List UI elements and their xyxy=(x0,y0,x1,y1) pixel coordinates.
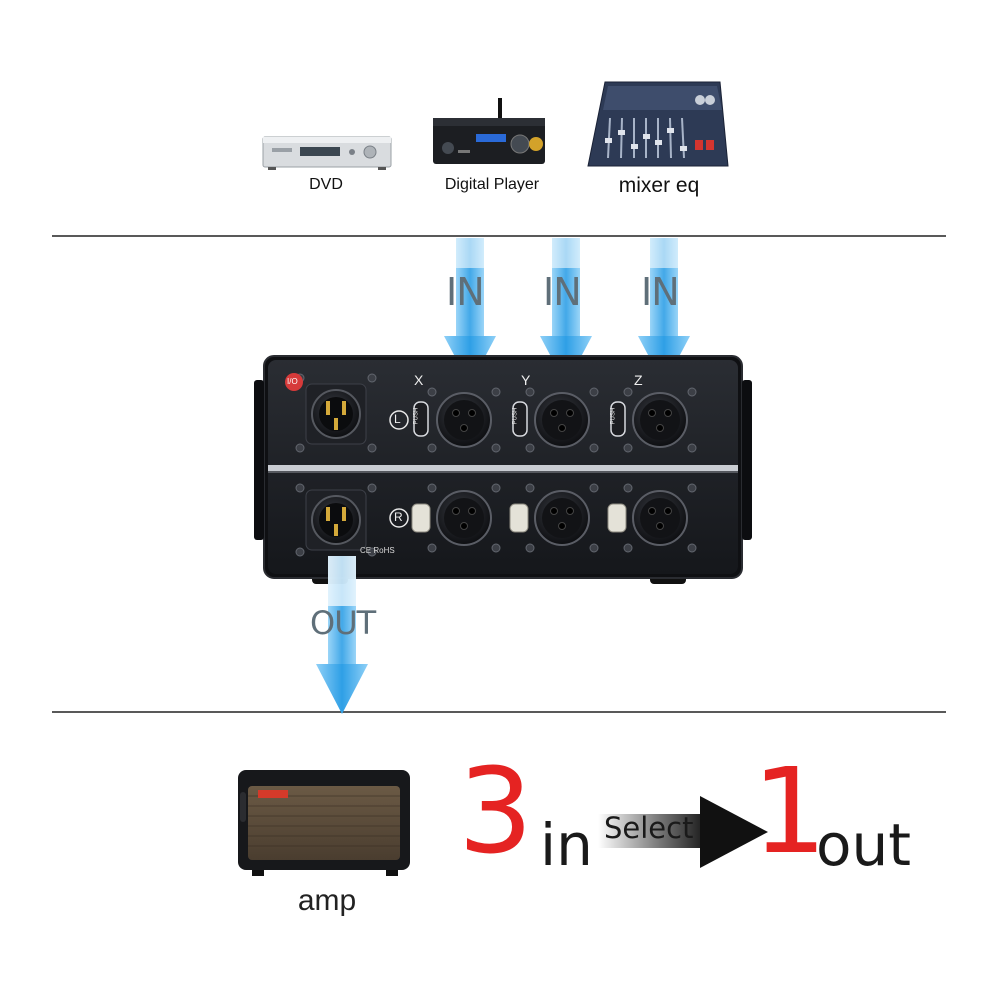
io-badge: I/O xyxy=(287,377,298,386)
tagline-num-out: 1 xyxy=(752,742,828,880)
push-label-z: PUSH xyxy=(610,407,617,425)
left-mark-ring xyxy=(389,410,409,430)
in-label-z: IN xyxy=(641,270,680,314)
digital-player-icon xyxy=(433,98,545,164)
input-connector-y-right xyxy=(534,490,590,546)
output-connector-left xyxy=(305,383,367,445)
latch-tab-bottom xyxy=(411,503,627,533)
input-connector-y-left xyxy=(534,392,590,448)
digital-player-label: Digital Player xyxy=(444,176,540,193)
push-label-y: PUSH xyxy=(512,407,519,425)
amp-label: amp xyxy=(297,884,357,917)
io-badge-bg xyxy=(285,373,303,391)
dvd-icon xyxy=(262,136,392,170)
right-mark-ring xyxy=(389,508,409,528)
in-label-y: IN xyxy=(543,270,582,314)
channel-label-z: Z xyxy=(634,372,643,388)
switch-box xyxy=(254,355,752,584)
out-arrow xyxy=(316,556,368,714)
mixer-label: mixer eq xyxy=(618,174,700,197)
dvd-label: DVD xyxy=(309,176,343,193)
output-connector-right xyxy=(305,489,367,551)
input-connector-z-right xyxy=(632,490,688,546)
push-label-x: PUSH xyxy=(413,407,420,425)
input-connector-z-left xyxy=(632,392,688,448)
left-mark: L xyxy=(394,412,401,426)
input-connector-x-left xyxy=(436,392,492,448)
tagline-word-in: in xyxy=(540,811,593,879)
right-mark: R xyxy=(394,510,403,524)
amp-icon xyxy=(238,770,410,876)
tagline-word-out: out xyxy=(816,811,911,879)
in-arrow-y xyxy=(540,238,592,385)
tagline-num-in: 3 xyxy=(458,742,534,880)
in-label-x: IN xyxy=(446,270,485,314)
input-connector-x-right xyxy=(436,490,492,546)
channel-label-x: X xyxy=(414,372,424,388)
mixer-icon xyxy=(587,81,729,167)
push-latch-top xyxy=(413,401,626,437)
cert-text: CE RoHS xyxy=(360,546,395,555)
channel-label-y: Y xyxy=(521,372,531,388)
out-label: OUT xyxy=(310,604,376,642)
select-arrow xyxy=(598,796,768,868)
tagline-select: Select xyxy=(604,811,694,845)
